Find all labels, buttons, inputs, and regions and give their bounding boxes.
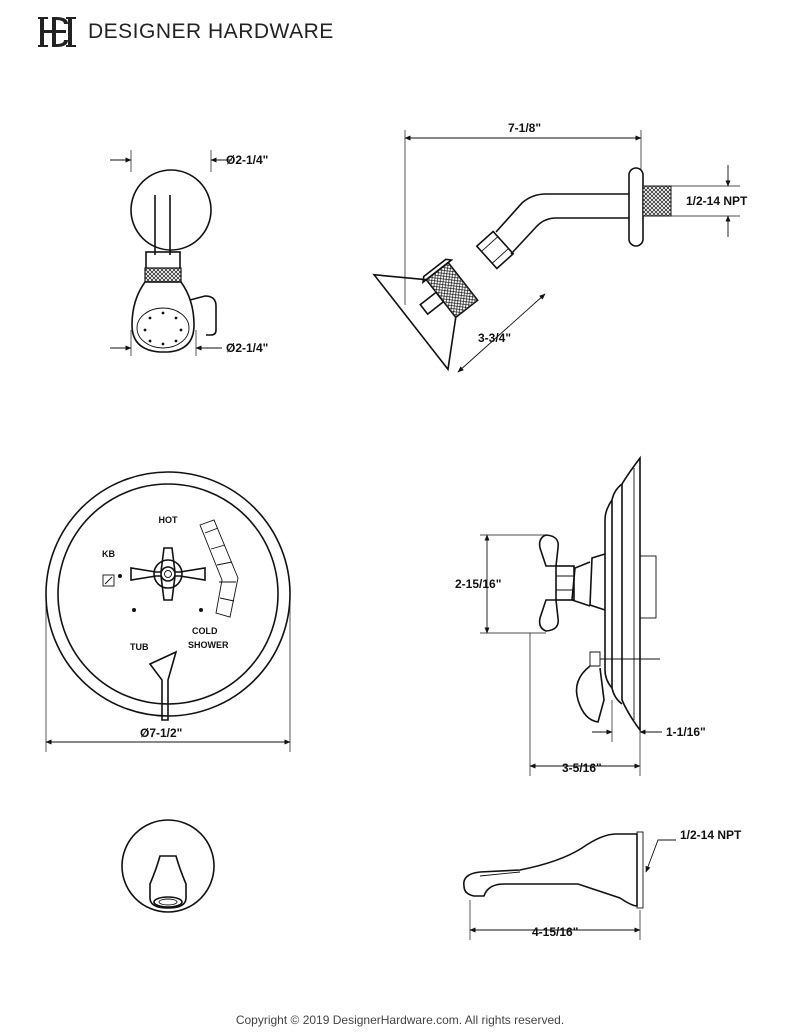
- diverter-knob: [575, 665, 605, 723]
- spout-thread: [636, 831, 644, 909]
- label-shower: SHOWER: [188, 640, 229, 650]
- showerhead-front-view: Ø2-1/4" Ø2-1/4": [110, 150, 268, 356]
- label-hot: HOT: [159, 515, 179, 525]
- brand-header: DESIGNER HARDWARE: [38, 14, 334, 50]
- shower-arm-front: [154, 195, 171, 255]
- marker-icon: [102, 574, 115, 587]
- spout-body-side: [463, 833, 638, 907]
- dim-spout-length: 4-15/16": [532, 925, 578, 939]
- handle-arm-top: [538, 534, 560, 567]
- handle-hub: [555, 565, 575, 601]
- arm-flange: [628, 167, 644, 247]
- showerhead-side-view: 7-1/8" 1/2-14 NPT 3-3/4": [372, 121, 748, 373]
- tub-spout-side-view: 4-15/16" 1/2-14 NPT: [463, 828, 742, 940]
- dim-showerhead-top: Ø2-1/4": [226, 153, 268, 167]
- handle-arm-bottom: [538, 599, 560, 632]
- valve-body-stub: [639, 555, 657, 619]
- dim-plate-diameter: Ø7-1/2": [140, 726, 182, 740]
- bonnet: [589, 553, 606, 611]
- label-cold: COLD: [192, 626, 218, 636]
- knurled-ring: [144, 267, 182, 283]
- dim-spout-thread: 1/2-14 NPT: [680, 828, 742, 842]
- showerhead-cone: [372, 273, 457, 372]
- dim-showerhead-side: 3-3/4": [478, 331, 511, 345]
- dim-handle-height: 2-15/16": [455, 577, 501, 591]
- dim-arm-length: 7-1/8": [508, 121, 541, 135]
- label-tub: TUB: [130, 642, 149, 652]
- shower-flange: [130, 169, 212, 251]
- showerhead-body: [131, 281, 195, 353]
- dim-arm-thread: 1/2-14 NPT: [686, 194, 748, 208]
- valve-trim-front-view: HOT KB COLD TUB SHOWER Ø7-1/2": [45, 471, 291, 752]
- plate-profile-outer: [621, 455, 641, 733]
- tub-spout-front-view: [121, 819, 215, 913]
- label-kb: KB: [102, 549, 115, 559]
- valve-trim-side-view: 2-15/16" 3-5/16" 1-1/16": [455, 455, 706, 776]
- temp-scale-bar: [199, 519, 239, 618]
- brand-name: DESIGNER HARDWARE: [88, 20, 334, 43]
- dh-monogram-logo: [38, 17, 76, 47]
- dim-showerhead-bottom: Ø2-1/4": [226, 341, 268, 355]
- swivel-lever: [189, 295, 217, 336]
- shower-arm: [495, 193, 629, 255]
- dim-valve-projection: 3-5/16": [562, 761, 602, 775]
- spout-flange: [121, 819, 215, 913]
- arm-connector: [475, 230, 515, 270]
- copyright-footer: Copyright © 2019 DesignerHardware.com. A…: [235, 1013, 565, 1027]
- diverter-lever: [148, 650, 178, 721]
- cross-handle: [130, 547, 206, 601]
- arm-thread: [642, 185, 672, 217]
- spray-holes: [143, 311, 183, 346]
- dim-plate-depth: 1-1/16": [666, 725, 706, 739]
- showerhead-collar: [145, 251, 181, 271]
- spout-body-front: [149, 855, 187, 909]
